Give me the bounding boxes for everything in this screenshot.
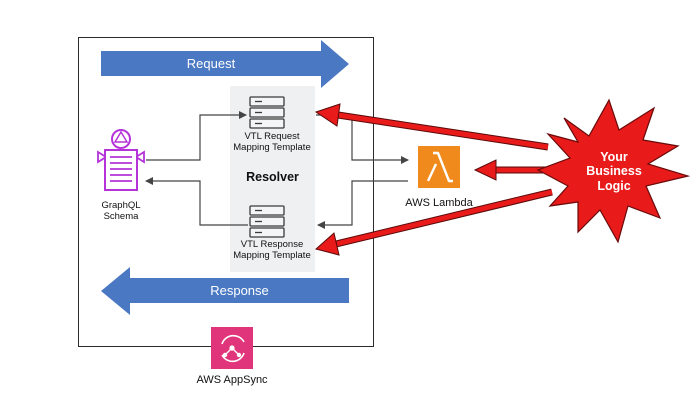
- graphql-line2: Schema: [103, 210, 139, 222]
- vtl-request-line1: VTL Request: [244, 131, 300, 142]
- graphql-schema-label: GraphQL Schema: [86, 200, 156, 223]
- business-logic-line1: Your: [600, 150, 628, 164]
- business-logic-to-request-arrow: [314, 103, 549, 151]
- lambda-to-response-connector: [317, 180, 408, 229]
- business-logic-to-lambda-arrow: [473, 159, 546, 181]
- lambda-icon: [418, 146, 460, 188]
- server-stack-icon: [249, 205, 285, 238]
- schema-to-request-connector: [146, 111, 247, 161]
- appsync-icon: [211, 327, 253, 369]
- vtl-response-line2: Mapping Template: [233, 249, 311, 261]
- vtl-response-label: VTL Response Mapping Template: [220, 239, 324, 262]
- business-logic-to-response-arrow: [314, 188, 553, 256]
- graphql-schema-icon: [97, 129, 145, 191]
- request-label: Request: [186, 56, 236, 71]
- lambda-label: AWS Lambda: [405, 197, 473, 209]
- response-label: Response: [210, 283, 269, 298]
- business-logic-line3: Logic: [597, 178, 631, 193]
- vtl-response-line1: VTL Response: [240, 239, 304, 250]
- vtl-request-line2: Mapping Template: [233, 141, 311, 153]
- vtl-request-label: VTL Request Mapping Template: [222, 131, 322, 154]
- business-logic-line2: Business: [586, 164, 642, 179]
- graphql-line1: GraphQL: [101, 200, 141, 211]
- appsync-label: AWS AppSync: [196, 374, 268, 386]
- server-stack-icon: [249, 96, 285, 129]
- response-to-schema-connector: [145, 177, 248, 226]
- business-logic-starburst: [536, 98, 691, 244]
- business-logic-label: Your Business Logic: [574, 150, 654, 193]
- request-arrow: [101, 40, 349, 88]
- resolver-label: Resolver: [246, 170, 299, 184]
- response-arrow: [101, 267, 349, 315]
